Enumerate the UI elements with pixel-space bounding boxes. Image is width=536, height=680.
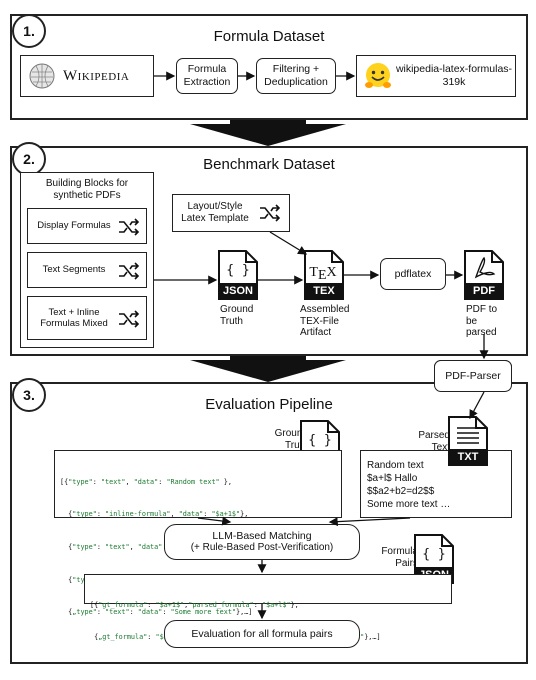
tex-badge: TEX [313,285,335,297]
pdf-parser-label: PDF-Parser [445,369,501,382]
pdf-parser-box-front: PDF-Parser [434,360,512,392]
building-blocks-title: Building Blocks for synthetic PDFs [45,178,129,201]
llm-matching-subtitle: (+ Rule-Based Post-Verification) [190,542,334,554]
tex-file-icon: TEX TEX [304,250,344,300]
shuffle-icon [119,262,140,280]
wikipedia-box: Wikipedia [20,55,154,97]
shuffle-icon [119,310,140,328]
formula-extraction-step: Formula Extraction [176,58,238,94]
parsed-text-caption: Parsed Text [418,430,450,453]
shuffle-icon [119,218,140,236]
pdf-caption: PDF to be parsed [466,304,498,338]
pdflatex-step: pdflatex [380,258,446,290]
latex-formulas-dataset-box: wikipedia-latex-formulas-319k [356,55,516,97]
panel3-number: 3. [12,378,46,412]
parsed-line: $$a2+b2=d2$$ [367,486,435,497]
json-line: {"type": "inline-formula", "data": "$a+1… [60,510,249,519]
parsed-line: Random text [367,460,424,471]
llm-matching-title: LLM-Based Matching [212,529,312,542]
dataset-name: wikipedia-latex-formulas-319k [395,63,513,88]
hugging-face-icon [365,63,391,88]
tex-artifact-caption: Assembled TEX-File Artifact [300,304,350,338]
block-label: Display Formulas [37,220,111,232]
ground-truth-caption-eval: Ground Truth [274,428,308,451]
wikipedia-wordmark: Wikipedia [63,68,130,84]
evaluation-pipeline-panel: Evaluation Pipeline [10,382,528,664]
template-label: Layout/Style Latex Template [181,201,249,224]
svg-text:{ }: { } [308,433,331,448]
svg-text:{ }: { } [422,547,445,562]
json-line: [{"type": "text", "data": "Random text" … [60,477,232,486]
formula-pairs-caption: Formula Pairs [381,546,418,569]
text-inline-formulas-block: Text + Inline Formulas Mixed [27,296,147,340]
block-arrow-1 [190,124,346,146]
ground-truth-caption: Ground Truth [220,304,254,327]
svg-text:TEX: TEX [309,265,336,283]
latex-template-box: Layout/Style Latex Template [172,194,290,232]
evaluation-step: Evaluation for all formula pairs [164,620,360,648]
json-badge: JSON [223,285,253,297]
panel3-title: Evaluation Pipeline [205,396,333,413]
wikipedia-globe-icon [29,63,55,89]
parsed-line: $a+l$ Hallo [367,473,418,484]
json-line: {„type": "text": "data": "Some more text… [60,608,253,617]
text-segments-block: Text Segments [27,252,147,288]
pdf-file-icon: PDF [464,250,504,300]
panel1-title: Formula Dataset [213,28,325,45]
txt-badge: TXT [457,451,479,463]
llm-matching-step: LLM-Based Matching (+ Rule-Based Post-Ve… [164,524,360,560]
display-formulas-block: Display Formulas [27,208,147,244]
json-line: [{"gt_formula": "$a+1$","parsed_formula"… [90,600,299,609]
filtering-deduplication-step: Filtering + Deduplication [256,58,336,94]
panel1-number: 1. [12,14,46,48]
block-label: Text + Inline Formulas Mixed [40,306,108,329]
svg-text:{ }: { } [226,263,249,278]
parsed-line: Some more text … [367,499,451,510]
block-arrow-2 [190,360,346,382]
block-label: Text Segments [42,264,106,276]
pdf-badge: PDF [473,285,495,297]
txt-file-icon: TXT [448,416,488,466]
shuffle-icon [260,204,281,222]
building-blocks-group: Building Blocks for synthetic PDFs [20,172,154,348]
json-file-icon: { } JSON [218,250,258,300]
panel2-title: Benchmark Dataset [203,156,335,173]
